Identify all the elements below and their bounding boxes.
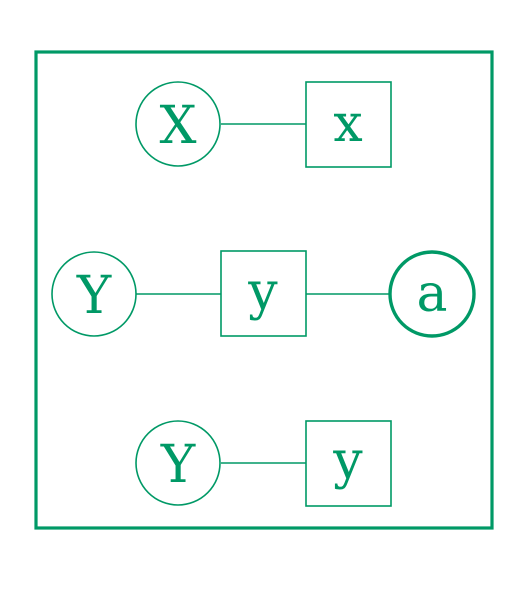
square-node-shape — [305, 420, 392, 507]
circle-node-shape — [135, 81, 221, 167]
node-a-label: a — [416, 264, 447, 324]
square-node-shape — [220, 250, 307, 337]
node-y-middle-label: y — [247, 262, 278, 322]
circle-node-shape-bold — [388, 250, 476, 338]
node-X-label: X — [159, 96, 196, 156]
node-x: x — [305, 81, 392, 168]
square-node-shape — [305, 81, 392, 168]
node-Y-bottom: Y — [135, 420, 221, 506]
circle-node-shape — [135, 420, 221, 506]
node-y-middle: y — [220, 250, 307, 337]
node-Y-bottom-label: Y — [160, 435, 196, 495]
node-y-bottom-label: y — [332, 431, 363, 491]
node-a: a — [388, 250, 476, 338]
circle-node-shape — [51, 251, 137, 337]
node-Y-middle: Y — [51, 251, 137, 337]
node-X: X — [135, 81, 221, 167]
node-y-bottom: y — [305, 420, 392, 507]
plate-frame — [34, 50, 494, 530]
node-Y-middle-label: Y — [76, 266, 112, 326]
node-x-label: x — [333, 94, 362, 154]
